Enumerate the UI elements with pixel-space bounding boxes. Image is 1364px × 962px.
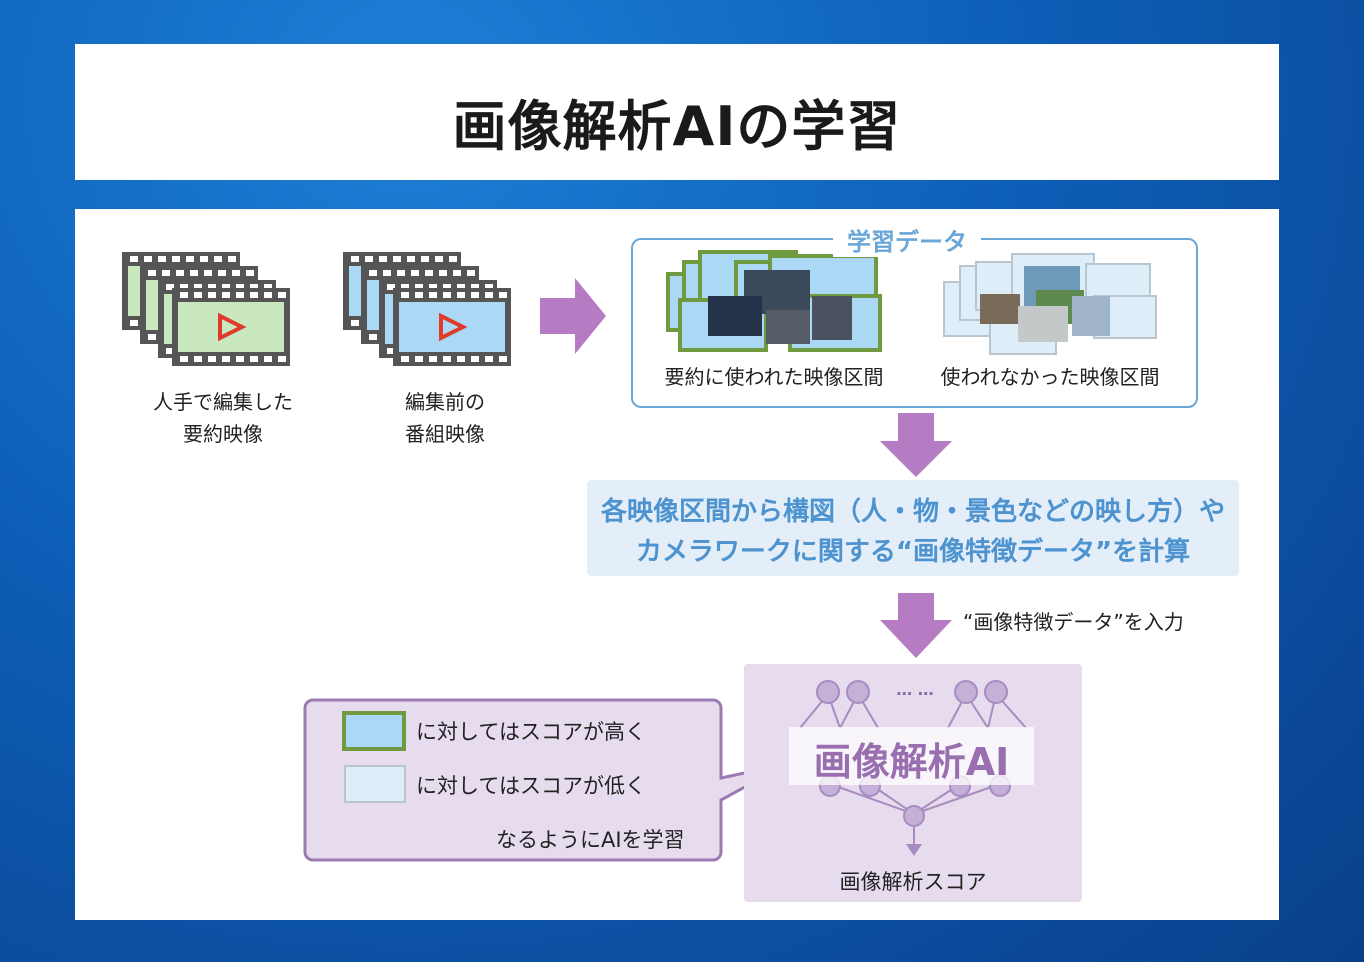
program-video-caption: 編集前の 番組映像 [352,386,538,450]
page-title: 画像解析AIの学習 [452,95,902,158]
right-arrow-icon [540,278,606,354]
caption-line: 編集前の [405,390,485,414]
unused-clips-stack [943,253,1157,355]
summary-video-caption: 人手で編集した 要約映像 [130,386,316,450]
down-arrow-icon [880,593,952,658]
feature-line: カメラワークに関する“画像特徴データ”を計算 [635,537,1191,567]
down-arrow-icon [880,413,952,477]
used-clips-stack [666,250,882,352]
feature-step-box: 各映像区間から構図（人・物・景色などの映し方）や カメラワークに関する“画像特徴… [587,480,1239,576]
ai-label-background [789,727,1034,785]
used-clips-caption: 要約に使われた映像区間 [664,365,884,389]
unused-clips-caption: 使われなかった映像区間 [940,365,1160,389]
legend-swatch-high [342,711,406,751]
summary-video-stack [122,252,290,366]
caption-line: 人手で編集した [153,390,293,414]
play-icon [218,312,247,342]
input-note: “画像特徴データ”を入力 [963,610,1184,634]
ai-output-label: 画像解析スコア [839,870,987,894]
legend-high-text: に対してはスコアが高く [416,720,646,744]
legend-conclusion-text: なるようにAIを学習 [496,828,685,852]
legend-callout [303,698,788,862]
feature-line: 各映像区間から構図（人・物・景色などの映し方）や [600,497,1225,527]
feature-step-text: 各映像区間から構図（人・物・景色などの映し方）や カメラワークに関する“画像特徴… [587,492,1239,572]
title-box: 画像解析AIの学習 [75,44,1279,180]
legend-swatch-low [344,765,406,803]
ai-label: 画像解析AI [813,740,1010,784]
training-data-label: 学習データ [833,222,981,257]
network-dots: … … [896,680,934,699]
caption-line: 要約映像 [183,422,263,446]
play-icon [439,312,468,342]
program-video-stack [343,252,511,366]
caption-line: 番組映像 [405,422,485,446]
legend-low-text: に対してはスコアが低く [416,774,646,798]
